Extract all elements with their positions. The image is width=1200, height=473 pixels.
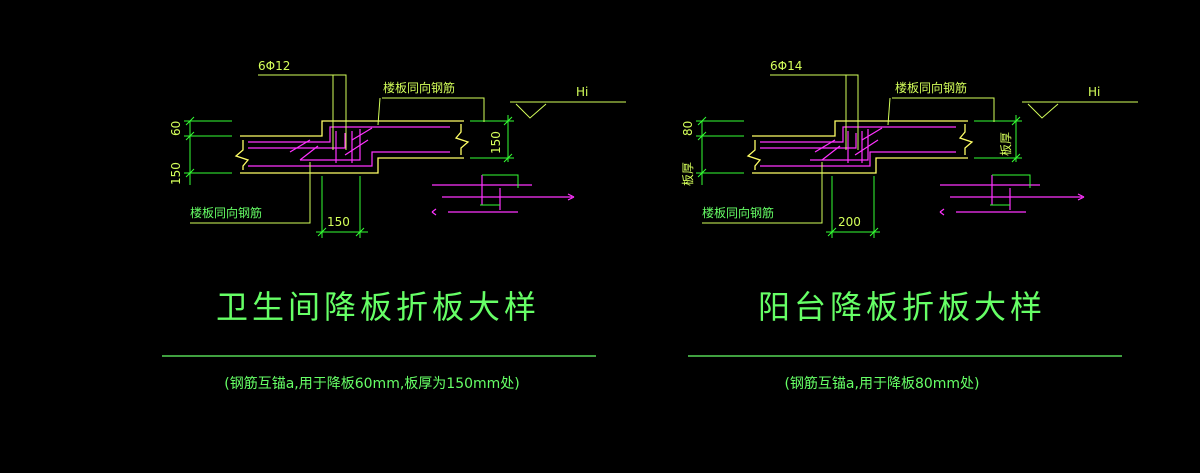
left-dim-60: 60 [169, 121, 183, 136]
right-rebar [760, 126, 956, 167]
left-rebar-sketch [431, 175, 575, 216]
left-break-mark-left [234, 140, 250, 170]
left-rebar-callout: 6Φ12 [258, 59, 290, 73]
left-note: (钢筋互锚a,用于降板60mm,板厚为150mm处) [224, 375, 520, 392]
right-note: (钢筋互锚a,用于降板80mm处) [784, 375, 979, 392]
right-break-mark-left [746, 140, 762, 170]
left-rebar-sketch-aux [480, 174, 519, 206]
left-slab-outline [234, 120, 470, 174]
left-title: 卫生间降板折板大样 [216, 288, 540, 326]
right-dim-80: 80 [681, 121, 695, 136]
right-dimension-lines [696, 115, 1022, 238]
left-rebar [248, 126, 450, 167]
right-break-mark-right [958, 124, 974, 155]
left-detail: 6Φ12 楼板同向钢筋 Hi 60 150 150 楼板同向钢筋 150 卫生间… [162, 59, 626, 392]
right-title: 阳台降板折板大样 [758, 288, 1046, 326]
left-slab-rebar-label-top: 楼板同向钢筋 [383, 80, 455, 95]
left-dimension-lines [184, 115, 514, 238]
right-detail: 6Φ14 楼板同向钢筋 Hi 80 板厚 板厚 楼板同向钢筋 200 阳台降板折… [681, 59, 1138, 392]
left-dim-150-bottom: 150 [327, 215, 350, 229]
left-leader-lines [190, 74, 626, 224]
right-rebar-callout: 6Φ14 [770, 59, 802, 73]
right-slab-rebar-label-top: 楼板同向钢筋 [895, 80, 967, 95]
right-dim-thickness-left: 板厚 [681, 162, 695, 186]
right-leader-lines [702, 74, 1138, 224]
right-level-mark: Hi [1088, 85, 1100, 99]
right-rebar-sketch-aux [990, 174, 1031, 206]
left-slab-rebar-label-bottom: 楼板同向钢筋 [190, 205, 262, 220]
right-rebar-sketch [939, 175, 1085, 216]
left-dim-150-right: 150 [489, 131, 503, 154]
right-dim-200: 200 [838, 215, 861, 229]
right-dim-thickness-right: 板厚 [999, 132, 1013, 156]
right-slab-rebar-label-bottom: 楼板同向钢筋 [702, 205, 774, 220]
right-slab-outline [746, 120, 974, 174]
left-dim-150-left: 150 [169, 162, 183, 185]
left-break-mark-right [454, 124, 470, 155]
left-level-mark: Hi [576, 85, 588, 99]
